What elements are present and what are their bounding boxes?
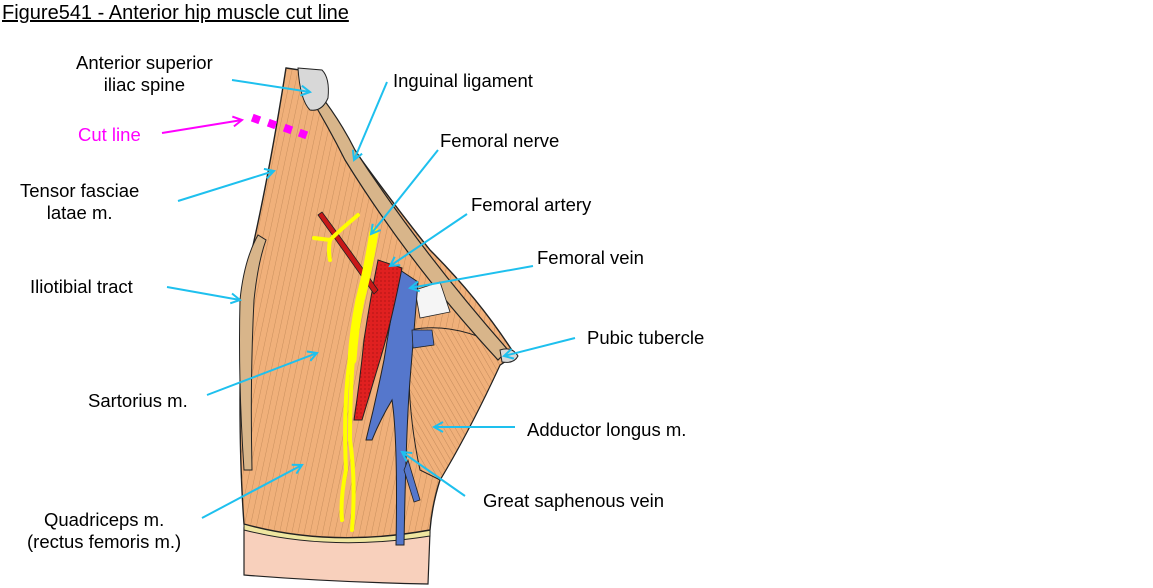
label-femoral-artery: Femoral artery bbox=[471, 194, 592, 215]
tfl-leader bbox=[177, 171, 274, 202]
femoral-nerve bbox=[312, 213, 379, 532]
vein-leader bbox=[410, 265, 534, 288]
label-adductor-longus: Adductor longus m. bbox=[527, 419, 687, 440]
label-pubic-tubercle: Pubic tubercle bbox=[587, 327, 705, 348]
sartorius-leader bbox=[206, 353, 317, 396]
label-sartorius: Sartorius m. bbox=[88, 390, 188, 411]
label-quad-line2: (rectus femoris m.) bbox=[27, 531, 182, 552]
label-quad-line1: Quadriceps m. bbox=[43, 509, 165, 530]
femoral-vein bbox=[365, 269, 419, 546]
label-asis-line1: Anterior superior bbox=[76, 52, 213, 73]
label-inguinal-ligament: Inguinal ligament bbox=[393, 70, 533, 91]
label-iliotibial-tract: Iliotibial tract bbox=[30, 276, 133, 297]
label-cut-line: Cut line bbox=[78, 124, 141, 145]
label-great-saphenous-vein: Great saphenous vein bbox=[483, 490, 665, 511]
label-quadriceps: Quadriceps m. (rectus femoris m.) bbox=[27, 509, 181, 553]
nerve-leader bbox=[371, 149, 439, 234]
artery-leader bbox=[390, 213, 468, 266]
label-asis-line2: iliac spine bbox=[103, 74, 185, 95]
label-tensor-fasciae-latae: Tensor fasciae latae m. bbox=[20, 180, 139, 224]
quad-leader bbox=[201, 465, 302, 519]
inguinal-leader bbox=[354, 81, 388, 160]
label-asis: Anterior superior iliac spine bbox=[76, 52, 213, 96]
label-femoral-vein: Femoral vein bbox=[537, 247, 644, 268]
asis-leader bbox=[231, 79, 310, 92]
saphenous-leader bbox=[402, 452, 466, 497]
pubic-leader bbox=[504, 337, 576, 356]
figure-title: Figure541 - Anterior hip muscle cut line bbox=[2, 2, 349, 24]
cut-line-marks bbox=[250, 113, 309, 140]
label-femoral-nerve: Femoral nerve bbox=[440, 130, 560, 151]
iliotibial-leader bbox=[166, 286, 240, 300]
cut-line-leader bbox=[161, 120, 242, 134]
label-tfl-line1: Tensor fasciae bbox=[20, 180, 140, 201]
leader-lines bbox=[166, 79, 576, 519]
label-tfl-line2: latae m. bbox=[46, 202, 113, 223]
